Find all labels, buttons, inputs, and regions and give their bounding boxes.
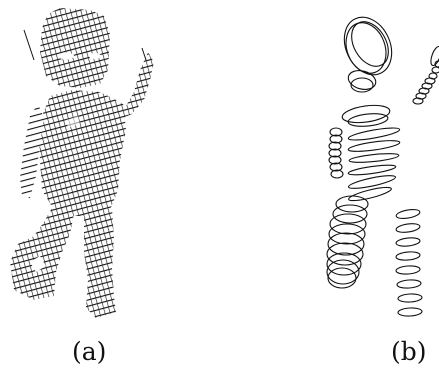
- ellipse-raised-arm: [413, 45, 439, 104]
- panel-b-caption: (b): [391, 337, 427, 366]
- panel-b-ellipse-figure: [327, 10, 439, 317]
- ellipse-left-arm: [329, 128, 343, 178]
- ellipse-torso: [348, 126, 401, 204]
- panel-a-caption: (a): [72, 337, 106, 366]
- ellipse-head: [335, 10, 400, 83]
- figure-eye: [58, 53, 74, 60]
- ellipse-left-leg: [327, 196, 368, 288]
- ellipse-right-leg: [395, 208, 422, 317]
- figure-eye: [89, 53, 101, 59]
- panel-a-scan-figure: [10, 8, 154, 318]
